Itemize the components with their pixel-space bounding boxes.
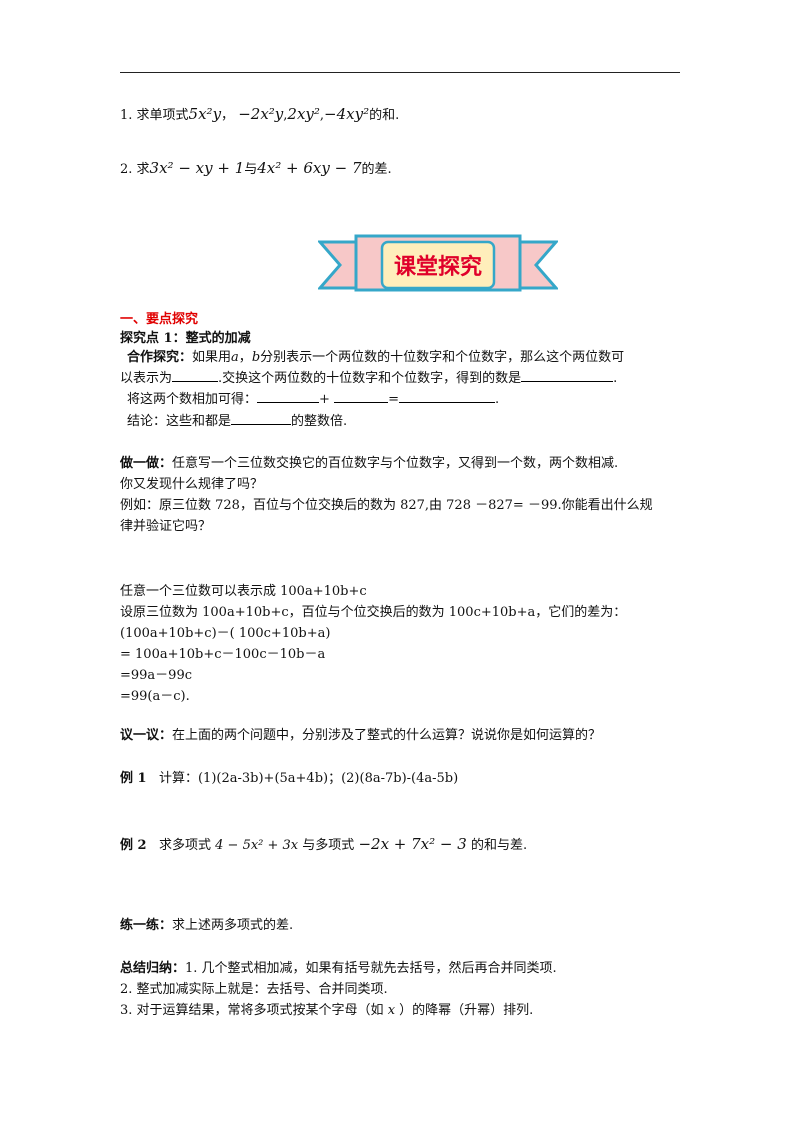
fill-blank-4[interactable]: [334, 390, 389, 403]
q1-sep-1: ，: [221, 108, 235, 123]
example-2-text-2: 与多项式: [302, 838, 355, 853]
coop-plus: +: [319, 392, 330, 407]
proof-line-2: 设原三位数为 100a+10b+c，百位与个位交换后的数为 100c+10b+a…: [120, 605, 627, 620]
question-2: 2. 求3x² − xy + 1与4x² + 6xy − 7的差.: [120, 158, 392, 177]
fill-blank-3[interactable]: [257, 390, 320, 403]
q1-suffix: 的和.: [369, 108, 400, 123]
q2-poly-2: 4x² + 6xy − 7: [257, 159, 362, 177]
coop-text-2b: .交换这个两位数的十位数字和个位数字，得到的数是: [218, 371, 522, 386]
coop-text-4b: 的整数倍.: [291, 414, 348, 429]
coop-text-2c: .: [613, 371, 618, 386]
coop-comma: ，: [238, 350, 252, 365]
q1-term-2: −2x²y: [238, 105, 284, 123]
summary-line-1: 总结归纳：1. 几个整式相加减，如果有括号就先去括号，然后再合并同类项.: [120, 957, 557, 976]
section-banner: 课堂探究: [318, 234, 558, 292]
summary-text-1: 1. 几个整式相加减，如果有括号就先去括号，然后再合并同类项.: [185, 961, 557, 976]
q2-mid: 与: [244, 162, 258, 177]
practice-text: 求上述两多项式的差.: [172, 918, 294, 933]
discuss-text: 在上面的两个问题中，分别涉及了整式的什么运算？说说你是如何运算的？: [172, 728, 602, 743]
q1-term-1: 5x²y: [188, 105, 222, 123]
coop-line-2: 以表示为 .交换这个两位数的十位数字和个位数字，得到的数是.: [120, 367, 617, 386]
q2-poly-1: 3x² − xy + 1: [149, 159, 245, 177]
example-2-label: 例 2: [120, 838, 147, 853]
header-rule: [120, 72, 680, 73]
example-2-text-3: 的和与差.: [470, 838, 528, 853]
section-heading: 一、要点探究: [120, 312, 199, 327]
q2-suffix: 的差.: [361, 162, 392, 177]
summary-var-x: x: [387, 1003, 396, 1018]
coop-text-4a: 结论：这些和都是: [127, 414, 232, 429]
doit-text-4: 律并验证它吗？: [120, 519, 212, 534]
question-1: 1. 求单项式5x²y， −2x²y,2xy²,−4xy²的和.: [120, 104, 399, 123]
q1-term-3: 2xy²: [287, 105, 320, 123]
coop-text-3a: 将这两个数相加可得：: [127, 392, 258, 407]
point-heading: 探究点 1：整式的加减: [120, 331, 251, 346]
example-2-text-1: 求多项式: [158, 838, 211, 853]
q1-term-4: −4xy²: [324, 105, 370, 123]
example-2-poly-1: 4 − 5x² + 3x: [215, 838, 299, 853]
proof-line-6: =99(a－c).: [120, 689, 190, 704]
practice-line: 练一练：求上述两多项式的差.: [120, 914, 293, 933]
q1-prefix: 1. 求单项式: [120, 108, 189, 123]
discuss-label: 议一议：: [120, 728, 173, 743]
example-1-label: 例 1: [120, 771, 147, 786]
doit-label: 做一做：: [120, 456, 173, 471]
summary-label: 总结归纳：: [120, 961, 186, 976]
example-2-poly-2: −2x + 7x² − 3: [358, 835, 467, 853]
q2-prefix: 2. 求: [120, 162, 150, 177]
doit-line-1: 做一做：任意写一个三位数交换它的百位数字与个位数字，又得到一个数，两个数相减.: [120, 452, 618, 471]
fill-blank-5[interactable]: [398, 390, 495, 403]
coop-text-2a: 以表示为: [120, 371, 173, 386]
coop-text-1b: 分别表示一个两位数的十位数字和个位数字，那么这个两位数可: [260, 350, 625, 365]
proof-line-1: 任意一个三位数可以表示成 100a+10b+c: [120, 584, 367, 599]
coop-line-3: 将这两个数相加可得： + =.: [127, 388, 499, 407]
coop-line-4: 结论：这些和都是 的整数倍.: [127, 410, 347, 429]
q1-sep-3: ,: [319, 108, 325, 123]
coop-equals: =: [388, 392, 399, 407]
proof-line-5: =99a－99c: [120, 668, 193, 683]
banner-title: 课堂探究: [394, 254, 482, 280]
proof-line-4: = 100a+10b+c－100c－10b－a: [120, 647, 326, 662]
summary-text-3a: 3. 对于运算结果，常将多项式按某个字母（如: [120, 1003, 384, 1018]
summary-line-3: 3. 对于运算结果，常将多项式按某个字母（如 x ）的降幂（升幂）排列.: [120, 999, 533, 1018]
coop-text-3b: .: [494, 392, 500, 407]
practice-label: 练一练：: [120, 918, 173, 933]
fill-blank-1[interactable]: [172, 369, 219, 382]
doit-text-3: 例如：原三位数 728，百位与个位交换后的数为 827,由 728 －827= …: [120, 498, 653, 513]
proof-line-3: (100a+10b+c)－( 100c+10b+a): [120, 626, 331, 641]
example-1: 例 1 计算：(1)(2a-3b)+(5a+4b)；(2)(8a-7b)-(4a…: [120, 767, 458, 786]
fill-blank-2[interactable]: [521, 369, 614, 382]
summary-text-3b: ）的降幂（升幂）排列.: [399, 1003, 534, 1018]
coop-label: 合作探究：: [127, 350, 193, 365]
example-1-text: 计算：(1)(2a-3b)+(5a+4b)；(2)(8a-7b)-(4a-5b): [158, 771, 459, 786]
doit-text-1: 任意写一个三位数交换它的百位数字与个位数字，又得到一个数，两个数相减.: [172, 456, 619, 471]
fill-blank-6[interactable]: [231, 412, 292, 425]
coop-line-1: 合作探究：如果用a，b分别表示一个两位数的十位数字和个位数字，那么这个两位数可: [127, 346, 624, 365]
var-b: b: [251, 350, 261, 365]
doit-text-2: 你又发现什么规律了吗？: [120, 477, 264, 492]
example-2: 例 2 求多项式 4 − 5x² + 3x 与多项式 −2x + 7x² − 3…: [120, 834, 527, 853]
summary-text-2: 2. 整式加减实际上就是：去括号、合并同类项.: [120, 982, 388, 997]
q1-sep-2: ,: [283, 108, 288, 123]
discuss-line: 议一议：在上面的两个问题中，分别涉及了整式的什么运算？说说你是如何运算的？: [120, 724, 601, 743]
var-a: a: [231, 350, 239, 365]
banner-center: [380, 240, 496, 290]
coop-text-1a: 如果用: [192, 350, 232, 365]
